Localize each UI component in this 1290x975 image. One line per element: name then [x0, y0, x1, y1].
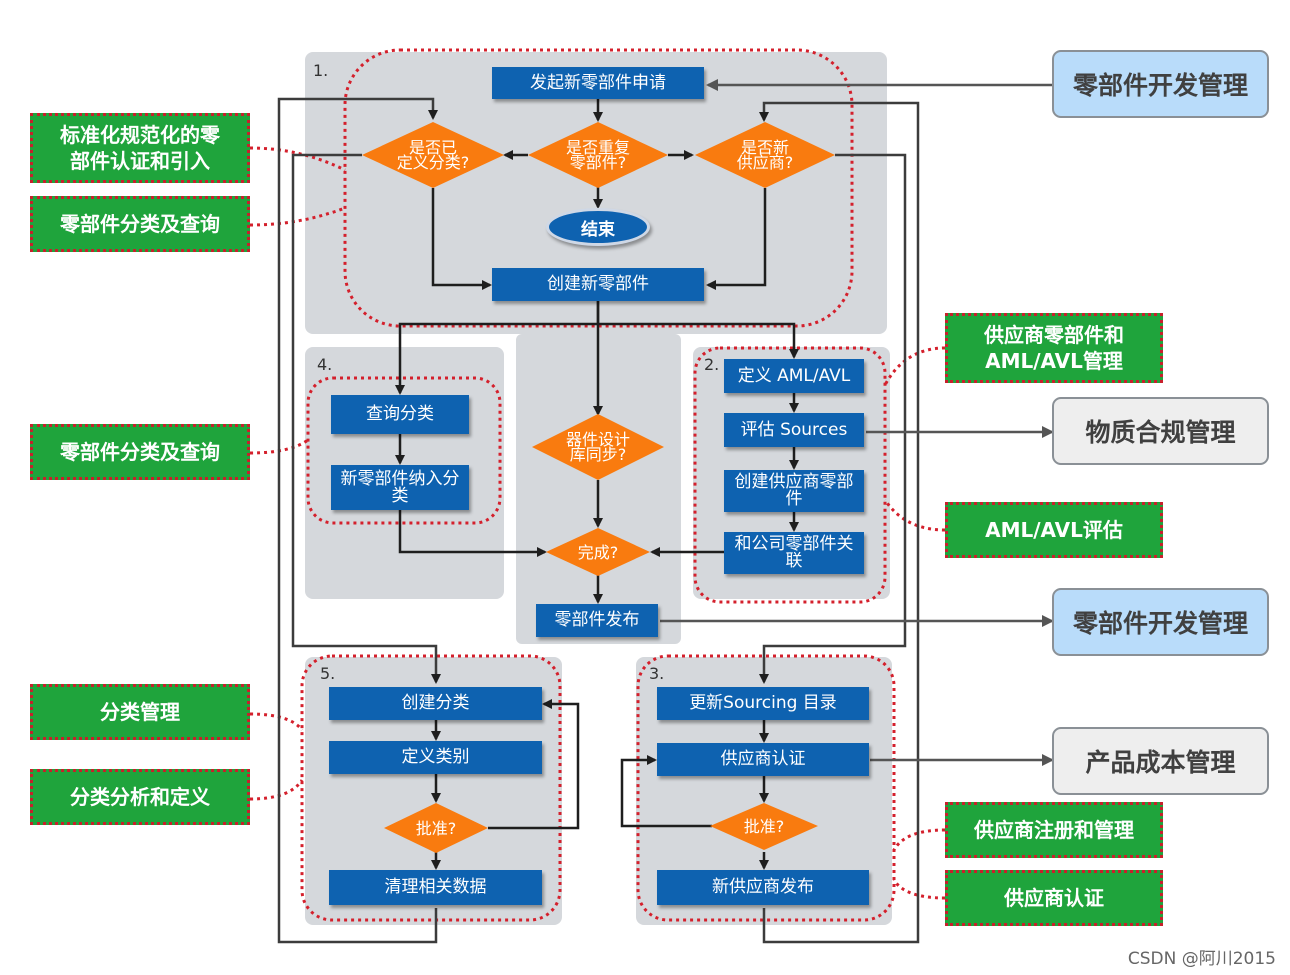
decision-new-supplier-label: 是否新 供应商?	[736, 138, 794, 172]
process-create-class[interactable]: 创建分类	[329, 687, 542, 720]
decision-done-label: 完成?	[577, 542, 619, 562]
end-terminator[interactable]: 结束	[546, 208, 650, 246]
decision-classified-label: 是否已 定义分类?	[396, 138, 470, 172]
decision-diamond-classified	[362, 122, 504, 188]
label-aml-eval: AML/AVL评估	[945, 502, 1163, 558]
dotted-group-3	[636, 654, 896, 922]
process-define-aml[interactable]: 定义 AML/AVL	[724, 359, 864, 393]
section-number-2: 2.	[704, 355, 720, 374]
dotted-group-2	[693, 346, 887, 604]
watermark: CSDN @阿川2015	[1127, 949, 1276, 969]
label-class-mgmt: 分类管理	[30, 684, 250, 740]
process-release-part[interactable]: 零部件发布	[536, 604, 658, 637]
process-supplier-cert[interactable]: 供应商认证	[657, 743, 869, 776]
process-clean-data[interactable]: 清理相关数据	[329, 870, 542, 905]
process-eval-sources[interactable]: 评估 Sources	[724, 413, 864, 447]
dotted-group-5	[300, 654, 562, 922]
external-part-dev-mid[interactable]: 零部件开发管理	[1052, 588, 1269, 656]
panel-section-5	[305, 657, 562, 925]
external-material-compliance[interactable]: 物质合规管理	[1052, 397, 1269, 465]
label-class-analysis: 分类分析和定义	[30, 769, 250, 825]
label-classify-query-mid: 零部件分类及查询	[30, 424, 250, 480]
process-create-part[interactable]: 创建新零部件	[492, 268, 704, 301]
label-supplier-reg: 供应商注册和管理	[945, 802, 1163, 858]
decision-duplicate-label: 是否重复 零部件?	[565, 138, 630, 172]
decision-diamond-done	[546, 528, 650, 576]
dotted-group-1	[343, 48, 854, 328]
section-number-1: 1.	[313, 61, 329, 80]
decision-sync-label: 器件设计 库同步?	[565, 430, 630, 464]
process-define-category[interactable]: 定义类别	[329, 741, 542, 774]
section-number-4: 4.	[317, 355, 333, 374]
process-link-company-part[interactable]: 和公司零部件关 联	[724, 532, 864, 574]
decision-approve-5-label: 批准?	[415, 818, 457, 838]
dotted-group-4	[306, 376, 502, 525]
label-classify-query-top: 零部件分类及查询	[30, 196, 250, 252]
label-supplier-cert: 供应商认证	[945, 870, 1163, 926]
label-standardize: 标准化规范化的零 部件认证和引入	[30, 113, 250, 183]
decision-diamond-duplicate	[528, 122, 668, 188]
process-start-request[interactable]: 发起新零部件申请	[492, 67, 704, 99]
decision-diamond-sync	[532, 414, 664, 480]
process-create-supplier-part[interactable]: 创建供应商零部 件	[724, 470, 864, 512]
decision-diamond-approve-3	[710, 803, 818, 850]
process-update-sourcing[interactable]: 更新Sourcing 目录	[657, 687, 869, 720]
section-number-3: 3.	[649, 664, 665, 683]
external-product-cost[interactable]: 产品成本管理	[1052, 727, 1269, 795]
section-number-5: 5.	[320, 664, 336, 683]
panel-section-1	[305, 52, 887, 334]
decision-diamond-new-supplier	[695, 122, 835, 188]
external-part-dev-top[interactable]: 零部件开发管理	[1052, 50, 1269, 118]
process-new-part-class[interactable]: 新零部件纳入分 类	[331, 465, 469, 510]
process-query-class[interactable]: 查询分类	[331, 395, 469, 434]
decision-diamond-approve-5	[384, 803, 488, 853]
decision-approve-3-label: 批准?	[743, 816, 785, 836]
label-supplier-part-aml: 供应商零部件和 AML/AVL管理	[945, 313, 1163, 383]
process-new-supplier-release[interactable]: 新供应商发布	[657, 870, 869, 905]
